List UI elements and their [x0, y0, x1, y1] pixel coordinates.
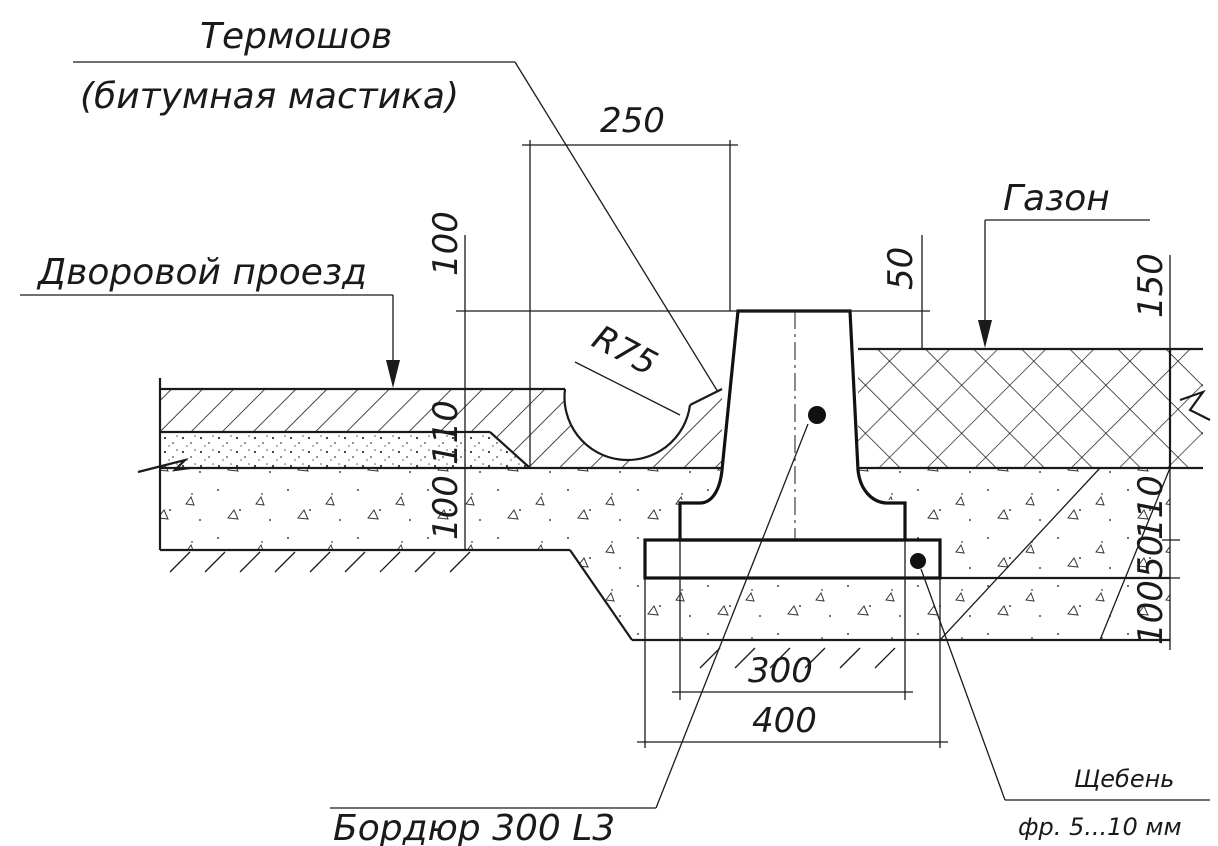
leader-curb: Бордюр 300 L3	[330, 406, 826, 846]
lawn-label: Газон	[1003, 178, 1110, 219]
dim-110-right-label: 110	[1131, 475, 1171, 540]
dimension-right-vertical: 150 110 50 100	[1131, 253, 1180, 650]
dim-50-label: 50	[881, 247, 921, 290]
thermal-joint-subtitle: (битумная мастика)	[80, 76, 459, 117]
gravel-label-line2: фр. 5...10 мм	[1018, 813, 1182, 841]
dimension-50: 50	[881, 235, 923, 349]
ground-hatch	[169, 551, 896, 669]
curb-label: Бордюр 300 L3	[333, 808, 615, 846]
dimension-250: 250	[522, 101, 738, 468]
leader-thermal-joint: Термошов (битумная мастика)	[73, 16, 719, 393]
yard-driveway-label: Дворовой проезд	[36, 252, 367, 293]
layer-lawn	[858, 349, 1203, 468]
outline-lines	[137, 347, 1211, 642]
dim-50-right-label: 50	[1131, 535, 1171, 578]
layer-sand-left	[160, 432, 530, 468]
dim-100-top-label: 100	[426, 211, 466, 276]
dim-100-left-label: 100	[426, 475, 466, 540]
radius-label: R75	[586, 318, 664, 385]
leader-yard-driveway: Дворовой проезд	[20, 252, 400, 388]
dim-400-label: 400	[752, 701, 817, 741]
layer-concrete-base	[160, 468, 1170, 640]
dim-300-label: 300	[748, 651, 813, 691]
dimension-400: 400	[637, 578, 948, 748]
thermal-joint-title: Термошов	[200, 16, 392, 57]
dim-110-left-label: 110	[426, 400, 466, 465]
layer-asphalt-left	[160, 389, 722, 468]
leader-lawn: Газон	[978, 178, 1150, 348]
dim-100-right-label: 100	[1131, 580, 1171, 645]
dimension-left-vertical: 100 110 100	[426, 211, 930, 551]
gravel-layer	[643, 538, 942, 580]
dim-150-label: 150	[1131, 253, 1171, 318]
dimension-300: 300	[672, 540, 913, 700]
radius-callout: R75	[574, 318, 681, 416]
leader-gravel: Щебень фр. 5...10 мм	[910, 553, 1210, 841]
gravel-label-line1: Щебень	[1074, 765, 1174, 793]
dim-250-label: 250	[600, 101, 665, 141]
